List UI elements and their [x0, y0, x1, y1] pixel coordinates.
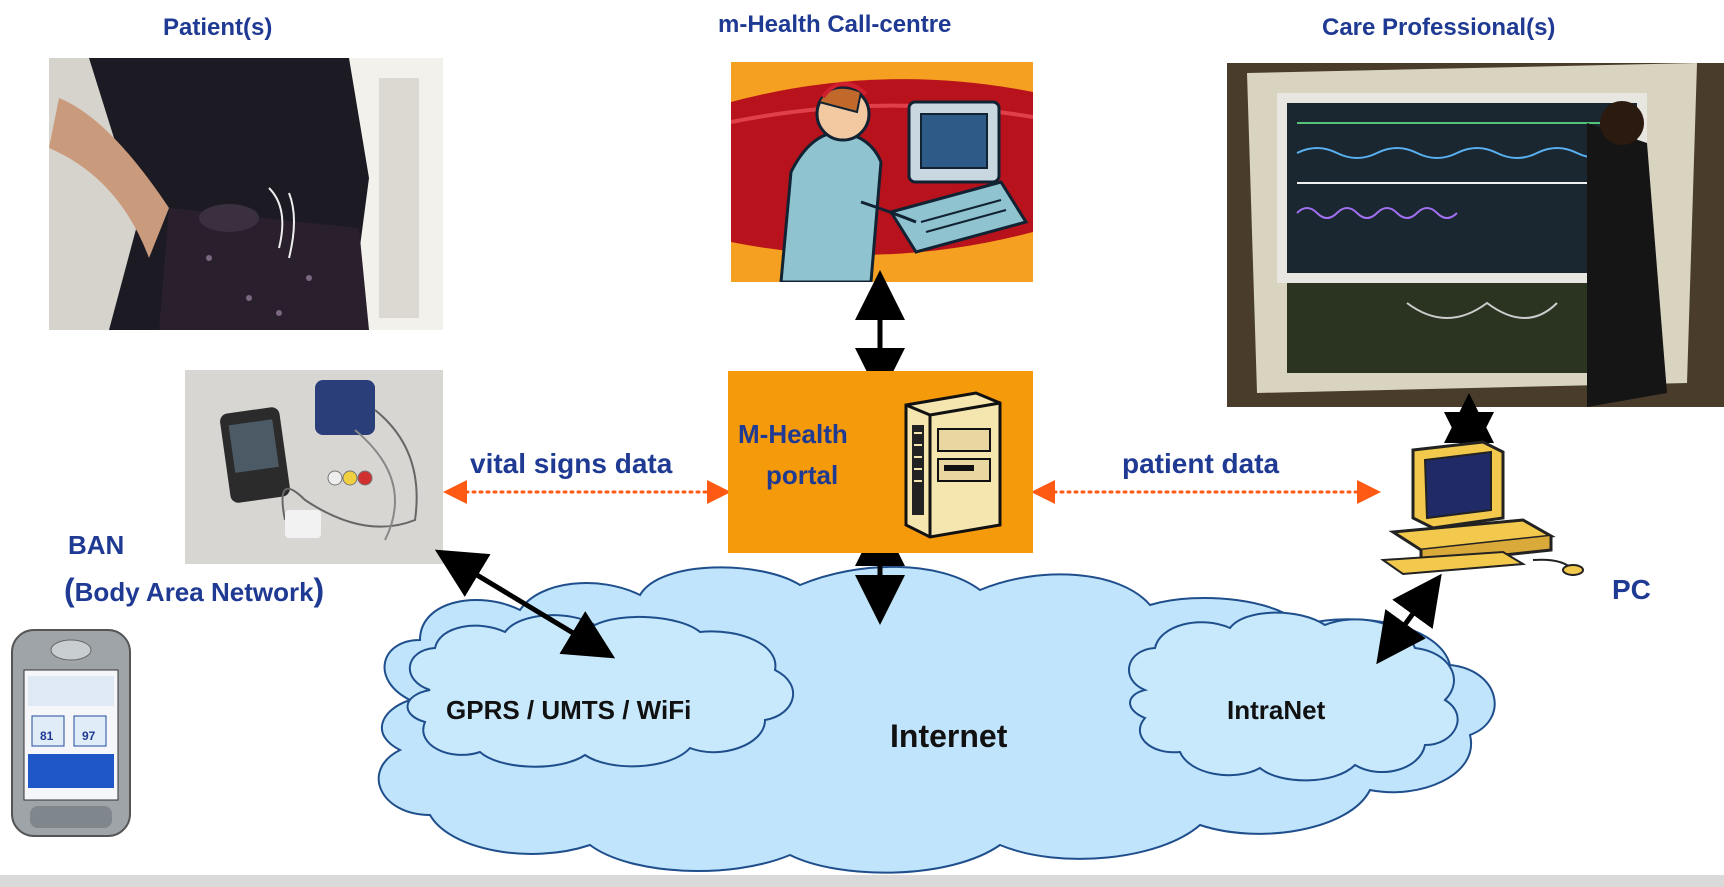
care-professionals-title: Care Professional(s)	[1322, 14, 1556, 41]
intranet-cloud-label: IntraNet	[1227, 695, 1326, 725]
pc-label: PC	[1612, 574, 1651, 605]
pc-illustration	[1373, 440, 1588, 578]
ban-label: BAN	[68, 530, 125, 560]
operator-at-computer-icon	[731, 62, 1033, 282]
call-centre-illustration	[731, 62, 1033, 282]
pda-phone	[10, 628, 132, 838]
ban-paren-open: (	[64, 572, 75, 608]
arrow-ban-gprs	[434, 549, 616, 659]
portal-label-line1: M-Health	[738, 419, 848, 449]
vital-signs-label: vital signs data	[470, 448, 673, 479]
gprs-cloud-label: GPRS / UMTS / WiFi	[446, 695, 692, 725]
portal-label-line2: portal	[766, 460, 839, 490]
ban-device-photo	[185, 370, 443, 564]
arrow-pc-intranet	[1376, 573, 1442, 665]
desktop-computer-icon	[1380, 440, 1584, 576]
patients-title: Patient(s)	[163, 14, 273, 41]
gprs-cloud	[406, 614, 795, 768]
patient-data-label: patient data	[1122, 448, 1280, 479]
patient-photo	[49, 58, 443, 330]
care-professional-photo	[1227, 63, 1724, 407]
phone-reading-left: 81	[40, 729, 54, 743]
ban-full-name: (Body Area Network)	[64, 572, 324, 609]
internet-cloud-label: Internet	[890, 718, 1008, 754]
ban-paren-close: )	[313, 572, 325, 608]
call-centre-title: m-Health Call-centre	[718, 11, 952, 38]
bottom-bar	[0, 875, 1724, 887]
ban-full-name-text: Body Area Network	[74, 577, 314, 607]
mhealth-portal-box	[728, 371, 1033, 553]
server-tower-icon	[904, 391, 1002, 539]
pda-phone-icon	[11, 629, 131, 837]
intranet-cloud	[1128, 611, 1459, 782]
phone-reading-right: 97	[82, 729, 96, 743]
